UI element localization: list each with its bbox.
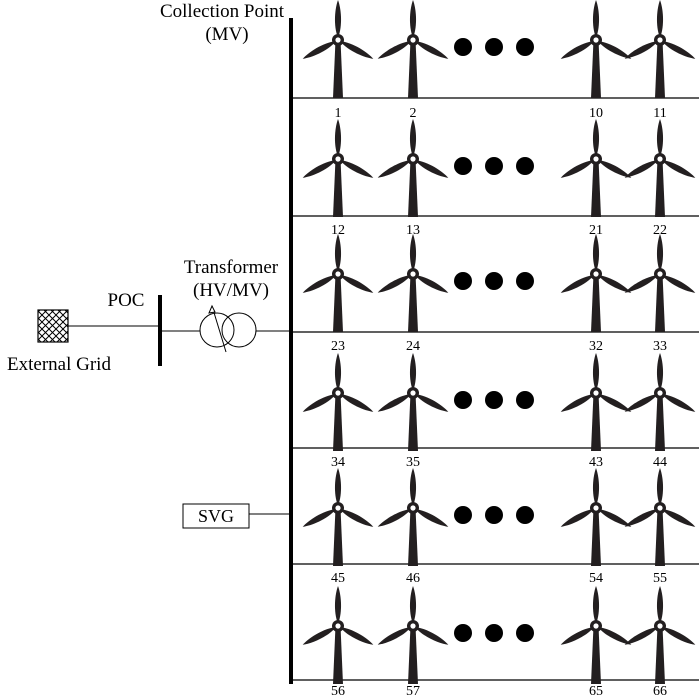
wind-turbine-icon xyxy=(559,119,633,217)
wind-turbine-icon xyxy=(623,468,697,566)
wind-turbine-icon xyxy=(376,353,450,451)
turbine-number-label: 32 xyxy=(589,339,603,354)
turbine-number-label: 46 xyxy=(406,571,420,586)
ellipsis-dot xyxy=(485,391,503,409)
turbine-number-label: 35 xyxy=(406,455,420,470)
turbine-number-label: 54 xyxy=(589,571,603,586)
svg-device-label: SVG xyxy=(198,506,234,526)
wind-turbine-icon xyxy=(376,234,450,332)
wind-turbine-icon xyxy=(376,468,450,566)
ellipsis-dot xyxy=(485,157,503,175)
turbine-row: 34 35 43 44 xyxy=(301,353,697,470)
wind-turbine-icon xyxy=(623,234,697,332)
ellipsis-dot xyxy=(485,506,503,524)
ellipsis-dot xyxy=(516,391,534,409)
turbine-number-label: 22 xyxy=(653,223,667,238)
wind-turbine-icon xyxy=(301,119,375,217)
turbine-number-label: 23 xyxy=(331,339,345,354)
turbine-number-label: 66 xyxy=(653,684,667,699)
turbine-number-label: 12 xyxy=(331,223,345,238)
external-grid-label: External Grid xyxy=(7,354,111,375)
ellipsis-dot xyxy=(516,272,534,290)
turbine-number-label: 65 xyxy=(589,684,603,699)
collection-point-sublabel: (MV) xyxy=(205,24,248,45)
wind-turbine-icon xyxy=(301,468,375,566)
turbine-row: 23 24 32 33 xyxy=(301,234,697,354)
turbine-number-label: 13 xyxy=(406,223,420,238)
ellipsis-dot xyxy=(454,391,472,409)
ellipsis-dot xyxy=(516,38,534,56)
turbine-number-label: 1 xyxy=(335,106,342,121)
transformer-symbol xyxy=(199,304,257,353)
transformer-sublabel: (HV/MV) xyxy=(193,280,269,301)
turbine-number-label: 2 xyxy=(410,106,417,121)
ellipsis-dot xyxy=(454,272,472,290)
wind-turbine-icon xyxy=(301,586,375,684)
turbine-number-label: 21 xyxy=(589,223,603,238)
feeder-lines xyxy=(291,97,699,681)
wind-turbine-icon xyxy=(301,0,375,98)
ellipsis-dot xyxy=(485,38,503,56)
ellipsis-dot xyxy=(454,506,472,524)
wind-turbine-icon xyxy=(559,353,633,451)
turbine-number-label: 57 xyxy=(406,684,420,699)
wind-turbine-icon xyxy=(301,353,375,451)
wind-turbine-icon xyxy=(376,0,450,98)
transformer-label: Transformer xyxy=(184,257,279,278)
turbine-number-label: 10 xyxy=(589,106,603,121)
wind-turbine-icon xyxy=(623,119,697,217)
ellipsis-dot xyxy=(516,157,534,175)
wind-turbine-icon xyxy=(376,586,450,684)
turbine-number-label: 44 xyxy=(653,455,667,470)
turbine-row: 1 2 10 11 xyxy=(301,0,697,121)
ellipsis-dot xyxy=(485,624,503,642)
wind-turbine-icon xyxy=(559,586,633,684)
wind-turbine-icon xyxy=(623,353,697,451)
ellipsis-dot xyxy=(485,272,503,290)
turbine-row: 12 13 21 22 xyxy=(301,119,697,238)
wind-turbine-icon xyxy=(559,0,633,98)
turbine-number-label: 34 xyxy=(331,455,345,470)
poc-label: POC xyxy=(108,290,145,311)
turbine-row: 56 57 65 66 xyxy=(301,586,697,699)
turbine-number-label: 33 xyxy=(653,339,667,354)
turbine-number-label: 45 xyxy=(331,571,345,586)
ellipsis-dot xyxy=(454,157,472,175)
turbine-number-label: 11 xyxy=(653,106,666,121)
wind-turbine-icon xyxy=(301,234,375,332)
ellipsis-dot xyxy=(454,38,472,56)
ellipsis-dot xyxy=(516,506,534,524)
wind-turbine-icon xyxy=(559,234,633,332)
wind-turbine-icon xyxy=(623,586,697,684)
turbine-number-label: 56 xyxy=(331,684,345,699)
svg-device-box xyxy=(182,503,250,529)
external-grid-symbol xyxy=(37,309,69,343)
turbine-row: 45 46 54 55 xyxy=(301,468,697,586)
turbine-number-label: 43 xyxy=(589,455,603,470)
wind-turbine-icon xyxy=(559,468,633,566)
turbine-number-label: 24 xyxy=(406,339,420,354)
ellipsis-dot xyxy=(516,624,534,642)
ellipsis-dot xyxy=(454,624,472,642)
collection-point-label: Collection Point xyxy=(160,1,285,22)
wind-turbine-icon xyxy=(623,0,697,98)
wind-turbine-icon xyxy=(376,119,450,217)
turbine-number-label: 55 xyxy=(653,571,667,586)
